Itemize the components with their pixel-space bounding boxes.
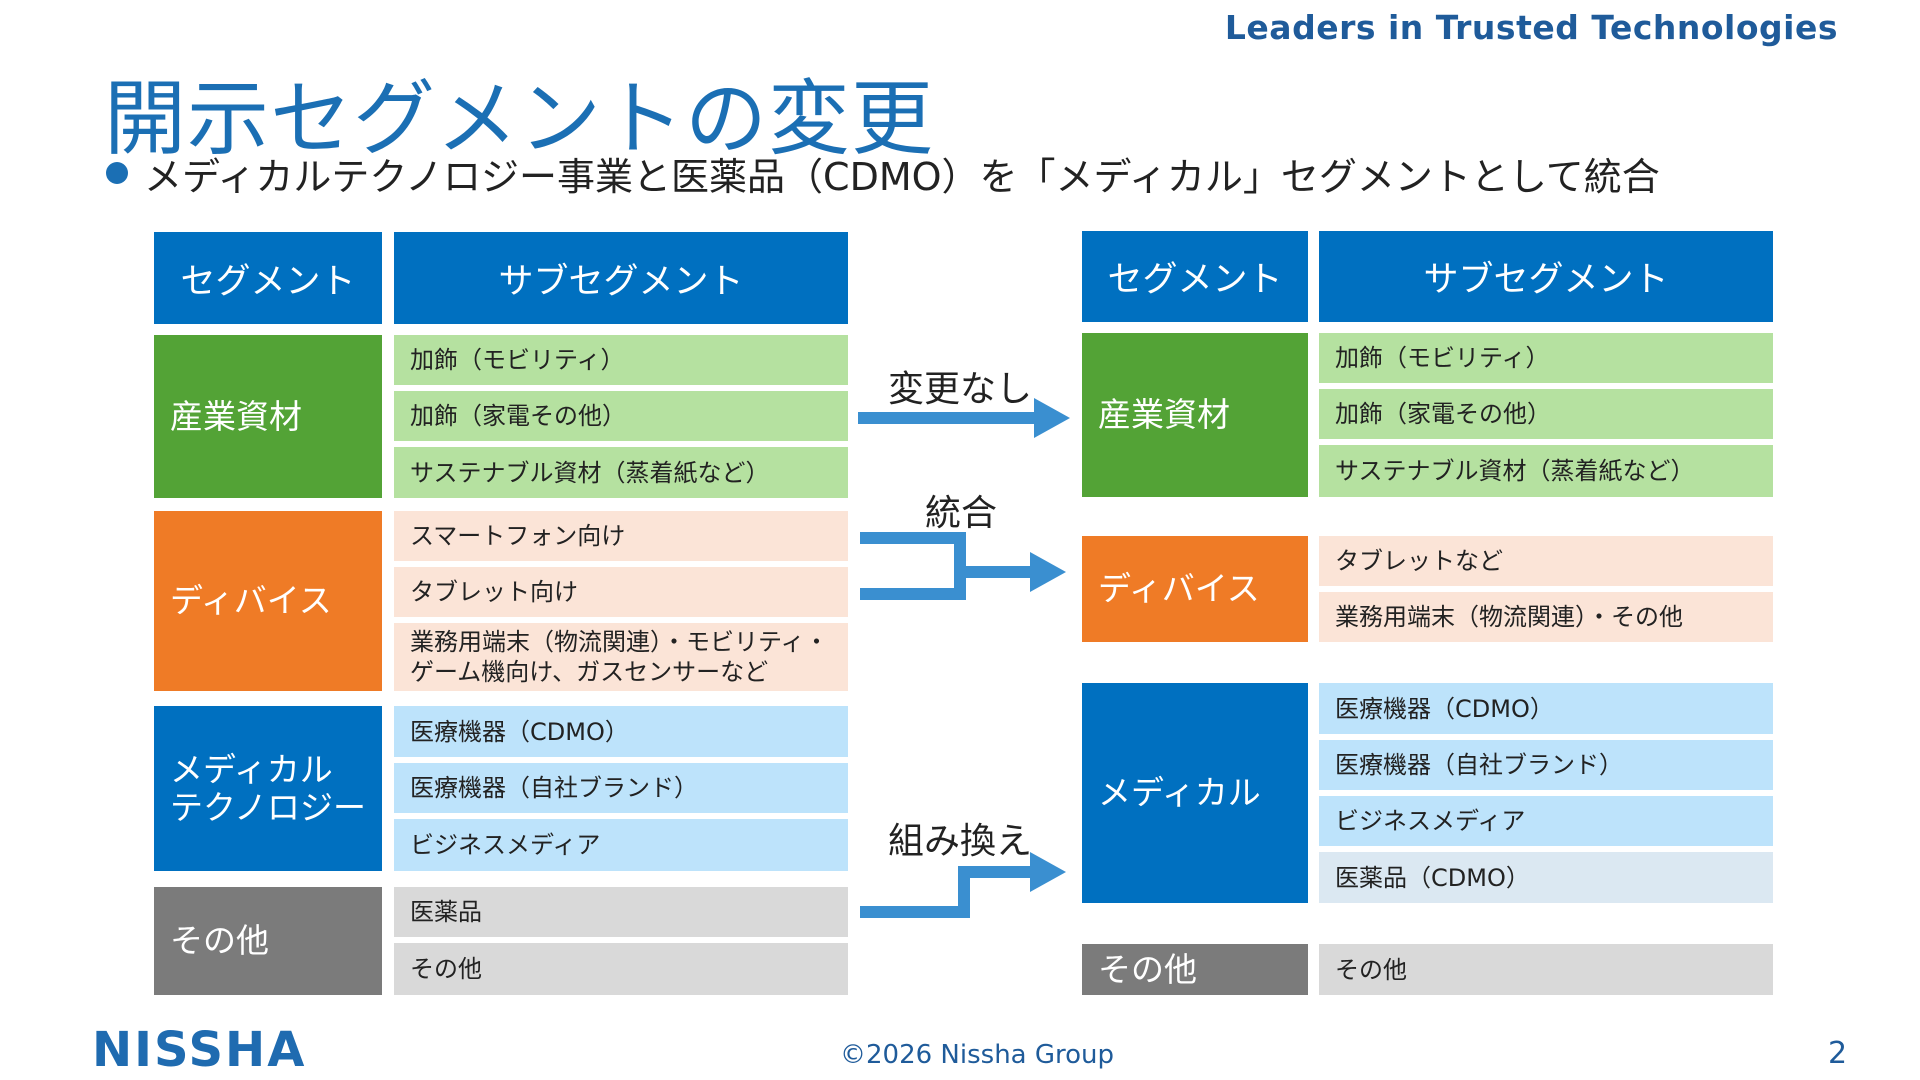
- label-no-change: 変更なし: [888, 369, 1033, 410]
- left-sub-row: 医療機器（CDMO）: [394, 706, 848, 757]
- left-sub-row: ビジネスメディア: [394, 819, 848, 871]
- left-segment-device: ディバイス: [154, 511, 382, 691]
- left-header-segment: セグメント: [154, 232, 382, 324]
- left-sub-line: 業務用端末（物流関連）・モビリティ・: [410, 628, 829, 656]
- arrow-reorg-line: [860, 866, 1036, 918]
- left-segment-industrial: 産業資材: [154, 335, 382, 498]
- page-number: 2: [1828, 1036, 1848, 1071]
- right-sub-row: サステナブル資材（蒸着紙など）: [1319, 445, 1773, 497]
- bullet-text: メディカルテクノロジー事業と医薬品（CDMO）を「メディカル」セグメントとして統…: [144, 155, 1660, 199]
- right-sub-row: 医療機器（自社ブランド）: [1319, 740, 1773, 790]
- arrow-reorg-head: [1030, 852, 1066, 892]
- right-sub-row: 医療機器（CDMO）: [1319, 683, 1773, 734]
- page-title: 開示セグメントの変更: [104, 72, 935, 167]
- left-sub-row: 業務用端末（物流関連）・モビリティ・ ゲーム機向け、ガスセンサーなど: [394, 623, 848, 691]
- right-header-segment: セグメント: [1082, 231, 1308, 322]
- left-sub-row: 加飾（家電その他）: [394, 391, 848, 441]
- right-sub-row: 加飾（モビリティ）: [1319, 333, 1773, 383]
- right-sub-row: 業務用端末（物流関連）・その他: [1319, 592, 1773, 642]
- label-merge: 統合: [925, 493, 998, 534]
- right-segment-device: ディバイス: [1082, 536, 1308, 642]
- arrow-merge-bracket: [860, 532, 966, 600]
- right-sub-row: ビジネスメディア: [1319, 796, 1773, 846]
- tagline: Leaders in Trusted Technologies: [1224, 8, 1838, 47]
- left-sub-row: サステナブル資材（蒸着紙など）: [394, 447, 848, 498]
- right-header-subsegment: サブセグメント: [1319, 231, 1773, 322]
- left-sub-row: タブレット向け: [394, 567, 848, 617]
- left-header-subsegment: サブセグメント: [394, 232, 848, 324]
- right-sub-row: 医薬品（CDMO）: [1319, 852, 1773, 903]
- nissha-logo: NISSHA: [92, 1022, 307, 1078]
- right-sub-row: 加飾（家電その他）: [1319, 389, 1773, 439]
- left-sub-row: その他: [394, 943, 848, 995]
- left-segment-medtech-line1: メディカル: [170, 749, 333, 789]
- left-sub-row: スマートフォン向け: [394, 511, 848, 561]
- label-reorg: 組み換え: [888, 821, 1033, 862]
- left-sub-row: 加飾（モビリティ）: [394, 335, 848, 385]
- right-segment-other: その他: [1082, 944, 1308, 995]
- right-sub-row: その他: [1319, 944, 1773, 995]
- left-segment-medtech: メディカル テクノロジー: [154, 706, 382, 871]
- arrow-merge-head: [1030, 552, 1066, 592]
- right-segment-industrial: 産業資材: [1082, 333, 1308, 497]
- left-segment-medtech-line2: テクノロジー: [170, 787, 367, 827]
- left-segment-other: その他: [154, 887, 382, 995]
- copyright: ©2026 Nissha Group: [840, 1040, 1115, 1070]
- right-sub-row: タブレットなど: [1319, 536, 1773, 586]
- left-sub-row: 医療機器（自社ブランド）: [394, 763, 848, 813]
- left-sub-row: 医薬品: [394, 887, 848, 937]
- left-sub-line: ゲーム機向け、ガスセンサーなど: [410, 658, 769, 686]
- bullet-icon: [106, 162, 128, 184]
- right-segment-medical: メディカル: [1082, 683, 1308, 903]
- arrow-no-change-head: [1034, 398, 1070, 438]
